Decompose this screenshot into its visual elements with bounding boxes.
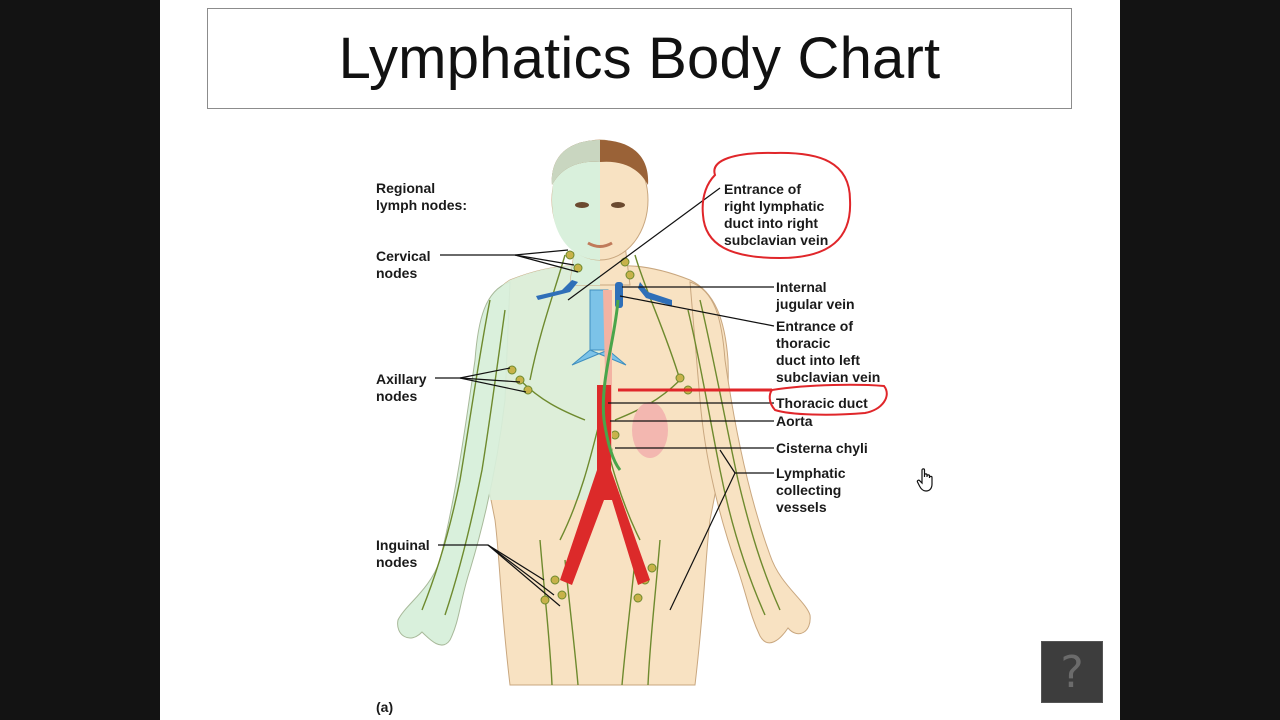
- lymph-vessel-network: [421, 254, 781, 686]
- aorta-label: Aorta: [776, 413, 813, 429]
- body-silhouette: [397, 139, 811, 686]
- cisterna-chyli-label: Cisterna chyli: [776, 440, 868, 456]
- stomach: [632, 402, 668, 458]
- red-annotations: [618, 151, 888, 416]
- inguinal-nodes-label: Inguinal nodes: [376, 537, 430, 570]
- lymphatic-body-figure: [397, 139, 888, 686]
- thoracic-duct: [601, 299, 622, 471]
- axillary-nodes-label: Axillary nodes: [376, 371, 427, 404]
- regional-lymph-nodes-heading: Regional lymph nodes:: [376, 180, 468, 213]
- right-lymphatic-duct-label: Entrance of right lymphatic duct into ri…: [724, 181, 829, 248]
- panel-label: (a): [376, 699, 394, 715]
- title-box: Lymphatics Body Chart: [207, 8, 1072, 109]
- hand-pointer-icon: [916, 468, 933, 492]
- lymphatic-collecting-vessels-label: Lymphatic collecting vessels: [776, 465, 846, 515]
- help-button[interactable]: ?: [1041, 641, 1103, 703]
- aorta: [560, 290, 650, 585]
- internal-jugular-vein-label: Internal jugular vein: [776, 279, 855, 312]
- slide-title: Lymphatics Body Chart: [338, 26, 941, 91]
- thoracic-duct-label: Thoracic duct: [776, 395, 868, 411]
- leader-lines: [435, 187, 775, 611]
- slide: Lymphatics Body Chart: [160, 0, 1120, 720]
- thoracic-duct-entrance-label: Entrance of thoracic duct into left subc…: [776, 318, 881, 385]
- question-mark-icon: ?: [1060, 646, 1084, 698]
- cervical-nodes-label: Cervical nodes: [376, 248, 431, 281]
